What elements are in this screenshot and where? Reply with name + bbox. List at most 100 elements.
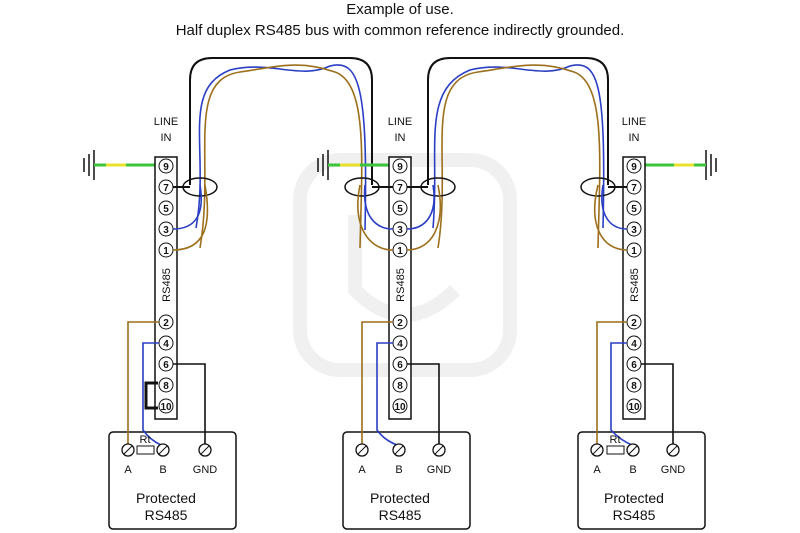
svg-text:6: 6 [631, 360, 637, 371]
svg-text:4: 4 [397, 339, 403, 350]
svg-text:10: 10 [394, 402, 406, 413]
lower-pins: 2 4 6 8 10 [392, 314, 408, 414]
svg-text:1: 1 [163, 246, 169, 257]
pin-7: 7 [626, 179, 642, 195]
pin-10: 10 [392, 398, 408, 414]
ground-symbol-icon [83, 150, 95, 180]
module-2: LINE IN 9 7 5 3 1 RS485 2 4 6 8 10 [317, 116, 471, 530]
svg-text:1: 1 [631, 246, 637, 257]
terminal-strip [154, 156, 178, 420]
rs485-strip-label: RS485 [161, 268, 173, 302]
pin-9: 9 [158, 158, 174, 174]
rs485-strip-label: RS485 [395, 268, 407, 302]
pin-9: 9 [626, 158, 642, 174]
pin-1: 1 [392, 242, 408, 258]
pin-5: 5 [626, 200, 642, 216]
svg-text:2: 2 [163, 318, 169, 329]
svg-text:8: 8 [163, 381, 169, 392]
terminal-b-label: B [159, 464, 166, 476]
svg-text:3: 3 [163, 225, 169, 236]
svg-text:8: 8 [631, 381, 637, 392]
upper-pins: 9 7 5 3 1 [392, 158, 408, 258]
device-name-line1: Protected [370, 490, 430, 506]
terminal-strip [388, 156, 412, 420]
pin-6: 6 [158, 356, 174, 372]
pin-1: 1 [158, 242, 174, 258]
device-name-line2: RS485 [379, 507, 422, 523]
svg-text:9: 9 [397, 162, 403, 173]
module-3: LINE IN 9 7 5 3 1 RS485 2 4 6 8 10 [577, 116, 717, 530]
title-line-1: Example of use. [346, 1, 454, 18]
line-in-label-line2: IN [629, 132, 640, 144]
line-in-label-line2: IN [161, 132, 172, 144]
cable-module1-to-module2 [189, 57, 373, 249]
pin-7: 7 [158, 179, 174, 195]
svg-text:4: 4 [163, 339, 169, 350]
svg-text:7: 7 [163, 183, 169, 194]
rs485-strip-label: RS485 [629, 268, 641, 302]
svg-text:7: 7 [631, 183, 637, 194]
ground-symbol-icon [705, 150, 717, 180]
line-in-label-line1: LINE [622, 116, 646, 128]
svg-text:9: 9 [163, 162, 169, 173]
pin-1: 1 [626, 242, 642, 258]
terminal-b-label: B [629, 464, 636, 476]
terminal-a-label: A [593, 464, 601, 476]
jumper [144, 381, 158, 410]
svg-text:5: 5 [163, 204, 169, 215]
pin-3: 3 [626, 221, 642, 237]
svg-text:3: 3 [397, 225, 403, 236]
pin-2: 2 [626, 314, 642, 330]
pin-4: 4 [392, 335, 408, 351]
pin-2: 2 [392, 314, 408, 330]
svg-text:5: 5 [631, 204, 637, 215]
terminal-b [156, 443, 170, 457]
terminal-b-label: B [395, 464, 402, 476]
terminal-a [590, 443, 604, 457]
line-in-label-line1: LINE [388, 116, 412, 128]
device-name-line2: RS485 [145, 507, 188, 523]
pin-5: 5 [392, 200, 408, 216]
svg-text:1: 1 [397, 246, 403, 257]
resistor-label: Rt [610, 434, 621, 446]
cable-module2-to-module3 [427, 57, 609, 249]
svg-text:7: 7 [397, 183, 403, 194]
svg-text:3: 3 [631, 225, 637, 236]
upper-pins: 9 7 5 3 1 [158, 158, 174, 258]
svg-text:8: 8 [397, 381, 403, 392]
terminal-a [121, 443, 135, 457]
terminal-gnd [666, 443, 680, 457]
pin-10: 10 [158, 398, 174, 414]
terminal-a-label: A [358, 464, 366, 476]
terminal-a [355, 443, 369, 457]
svg-text:6: 6 [163, 360, 169, 371]
terminal-gnd-label: GND [661, 464, 686, 476]
svg-text:9: 9 [631, 162, 637, 173]
terminal-gnd-label: GND [193, 464, 218, 476]
pin-3: 3 [158, 221, 174, 237]
pin-3: 3 [392, 221, 408, 237]
title-line-2: Half duplex RS485 bus with common refere… [176, 22, 625, 39]
terminal-gnd-label: GND [427, 464, 452, 476]
pin-4: 4 [158, 335, 174, 351]
pin-5: 5 [158, 200, 174, 216]
terminal-b [626, 443, 640, 457]
upper-pins: 9 7 5 3 1 [626, 158, 642, 258]
device-name-line1: Protected [604, 490, 664, 506]
pin-4: 4 [626, 335, 642, 351]
pin-8: 8 [158, 377, 174, 393]
pin-2: 2 [158, 314, 174, 330]
line-in-label-line1: LINE [154, 116, 178, 128]
pin-7: 7 [392, 179, 408, 195]
termination-resistor-icon [606, 445, 625, 455]
svg-text:2: 2 [631, 318, 637, 329]
svg-text:5: 5 [397, 204, 403, 215]
pin-6: 6 [626, 356, 642, 372]
device-name-line1: Protected [136, 490, 196, 506]
terminal-strip [622, 156, 646, 420]
device-name-line2: RS485 [613, 507, 656, 523]
line-in-label-line2: IN [395, 132, 406, 144]
pin-10: 10 [626, 398, 642, 414]
termination-resistor-icon [136, 445, 155, 455]
